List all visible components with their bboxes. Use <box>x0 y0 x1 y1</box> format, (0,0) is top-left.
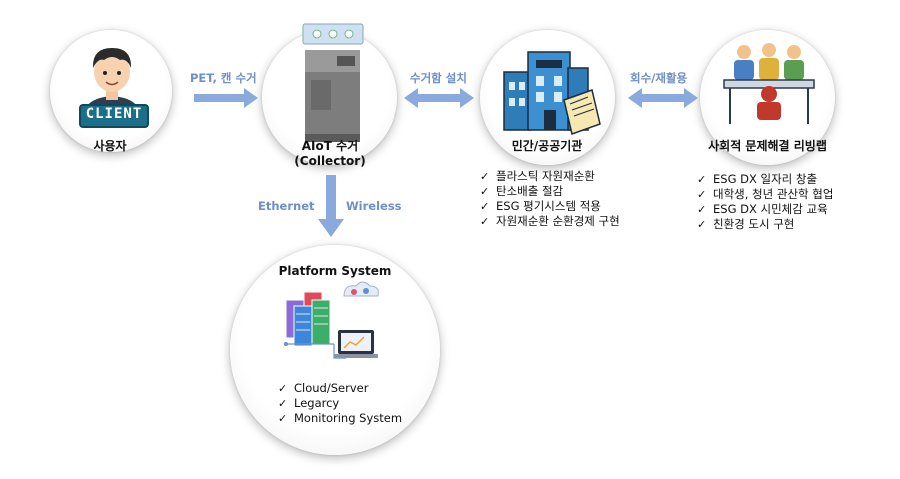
arrow-institution-livinglab <box>628 88 698 108</box>
list-item: ✓대학생, 청년 관산학 협업 <box>697 187 834 201</box>
check-icon: ✓ <box>278 412 288 425</box>
edge-label-recycle: 회수/재활용 <box>630 71 688 85</box>
check-icon: ✓ <box>697 188 707 201</box>
check-icon: ✓ <box>697 218 707 231</box>
list-item: ✓ESG 평기시스템 적용 <box>480 199 601 213</box>
check-icon: ✓ <box>697 203 707 216</box>
check-icon: ✓ <box>480 185 490 198</box>
client-badge-text: CLIENT <box>85 106 143 122</box>
check-icon: ✓ <box>697 173 707 186</box>
living-lab-benefit-list: ✓ESG DX 일자리 창출 ✓대학생, 청년 관산학 협업 ✓ESG DX 시… <box>697 172 833 232</box>
arrow-collector-to-platform <box>318 175 344 237</box>
arrow-collector-institution <box>404 88 474 108</box>
server-cloud-icon <box>284 281 379 359</box>
platform-component-list: ✓Cloud/Server ✓Legarcy ✓Monitoring Syste… <box>278 381 402 426</box>
edge-label-pet-can: PET, 캔 수거 <box>190 71 257 85</box>
building-icon <box>503 51 601 135</box>
check-icon: ✓ <box>480 170 490 183</box>
institution-label: 민간/공공기관 <box>511 139 583 153</box>
living-lab-label: 사회적 문제해결 리빙랩 <box>708 139 827 153</box>
edge-label-ethernet: Ethernet <box>258 199 315 213</box>
arrow-client-to-collector <box>194 88 258 108</box>
edge-label-wireless: Wireless <box>346 199 402 213</box>
collector-label-line1: AIoT 수거 <box>301 139 359 153</box>
platform-node <box>230 245 440 455</box>
check-icon: ✓ <box>278 397 288 410</box>
check-icon: ✓ <box>278 382 288 395</box>
collector-machine-icon <box>302 23 364 142</box>
list-item: ✓탄소배출 절감 <box>480 184 564 198</box>
list-item: ✓플라스틱 자원재순환 <box>480 169 595 183</box>
client-badge <box>79 104 149 128</box>
list-item: ✓ESG DX 시민체감 교육 <box>697 202 828 216</box>
list-item: ✓친환경 도시 구현 <box>697 217 795 231</box>
platform-title: Platform System <box>278 264 392 278</box>
edge-label-bin-install: 수거함 설치 <box>410 71 467 85</box>
check-icon: ✓ <box>480 215 490 228</box>
list-item: ✓Monitoring System <box>278 411 403 425</box>
client-label: 사용자 <box>93 139 127 153</box>
collector-label-line2: (Collector) <box>294 154 366 168</box>
meeting-icon <box>723 43 815 124</box>
list-item: ✓Legarcy <box>278 396 340 410</box>
institution-benefit-list: ✓플라스틱 자원재순환 ✓탄소배출 절감 ✓ESG 평기시스템 적용 ✓자원재순… <box>480 169 620 229</box>
list-item: ✓ESG DX 일자리 창출 <box>697 172 818 186</box>
list-item: ✓자원재순환 순환경제 구현 <box>480 214 620 228</box>
list-item: ✓Cloud/Server <box>278 381 369 395</box>
check-icon: ✓ <box>480 200 490 213</box>
